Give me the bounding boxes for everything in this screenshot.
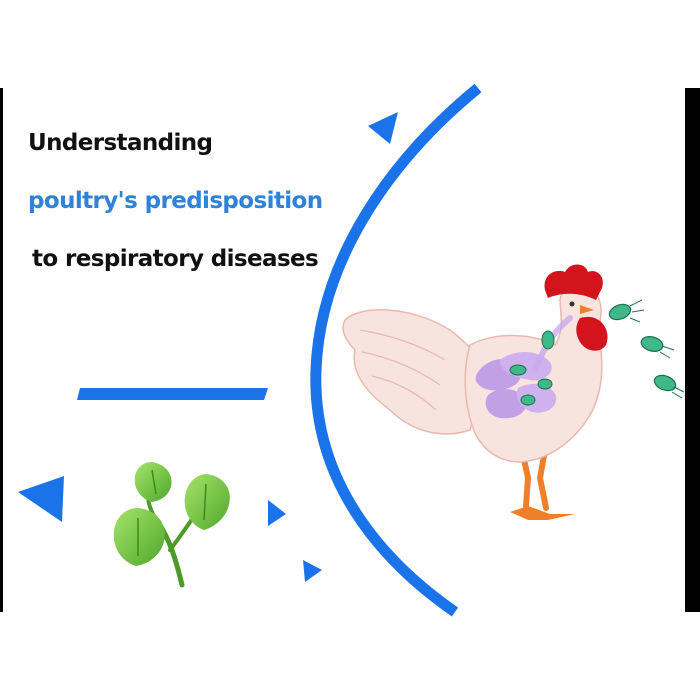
chicken-eye [569,301,575,307]
blue-arc [310,83,482,617]
lungs-icon [475,351,557,419]
chicken-illustration [342,264,608,520]
blue-bar [77,388,268,400]
triangle-icon [368,112,398,144]
triangle-icon [303,560,322,582]
bacteria-icon [653,374,685,399]
chicken-beak [580,305,594,314]
letterbox-right-edge [685,88,700,612]
letterbox-left-edge [0,88,3,612]
headline-line-2-highlight: poultry's predisposition [28,188,323,214]
headline-line-1: Understanding [28,130,213,156]
triangle-icon [18,476,64,522]
bacteria-icon [640,336,675,359]
headline-line-3: to respiratory diseases [32,246,319,272]
triangle-icon [268,500,286,526]
chicken-wattle [576,316,608,351]
chicken-comb [544,264,603,300]
bacteria-icon [608,299,645,323]
leaf-icon [113,462,230,588]
bacteria-icon [509,330,555,406]
chicken-wing [342,309,491,435]
